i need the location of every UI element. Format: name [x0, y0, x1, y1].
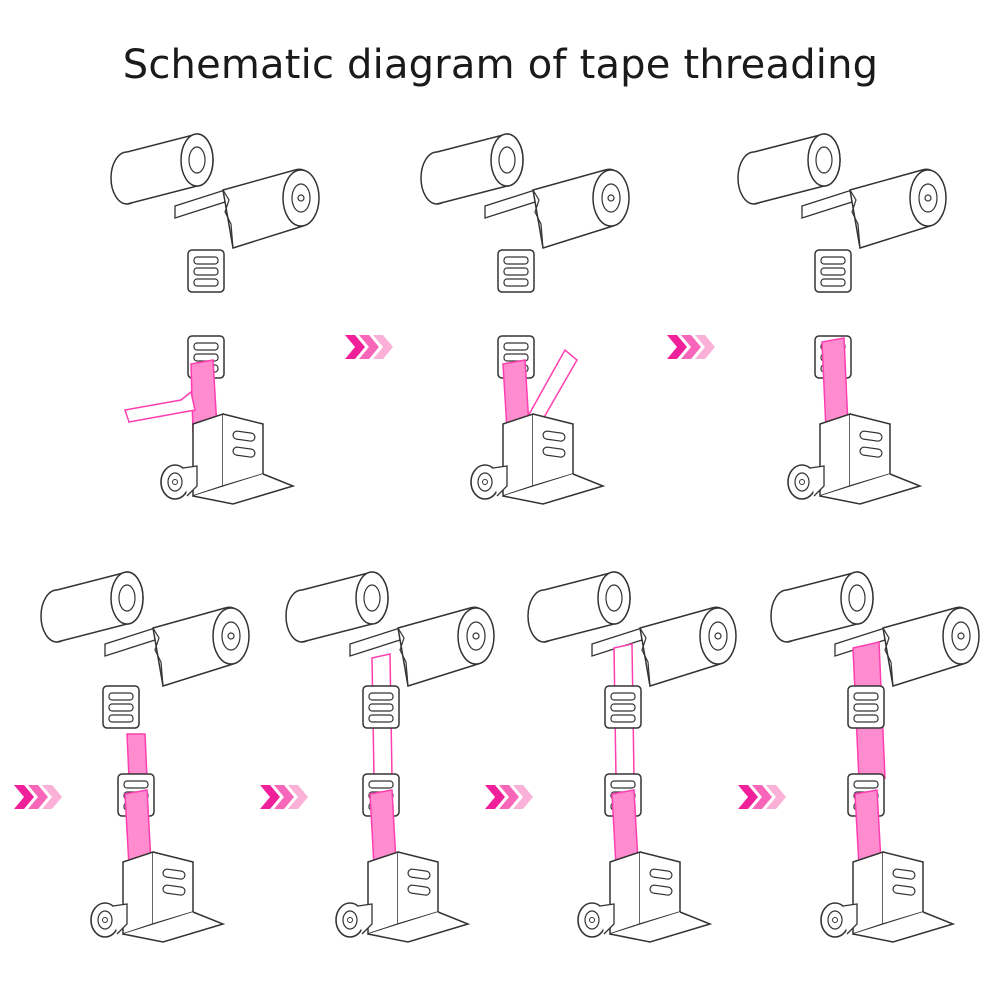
step-3 [722, 128, 962, 548]
rollers-illustration [737, 133, 947, 249]
bracket-illustration [787, 413, 921, 505]
triple-chevron-right-icon [485, 783, 545, 813]
bracket-illustration [470, 413, 604, 505]
buckle-illustration [814, 249, 852, 293]
bracket-illustration [577, 851, 711, 943]
step-4 [25, 566, 265, 986]
buckle-illustration [102, 685, 140, 729]
rollers-illustration [420, 133, 630, 249]
triple-chevron-right-icon [667, 333, 727, 363]
triple-chevron-right-icon [260, 783, 320, 813]
step-6 [512, 566, 752, 986]
bracket-illustration [335, 851, 469, 943]
rollers-illustration [110, 133, 320, 249]
tape-strip [126, 733, 148, 779]
buckle-illustration [187, 249, 225, 293]
bracket-illustration [820, 851, 954, 943]
buckle-illustration [362, 685, 400, 729]
step-2 [405, 128, 645, 548]
triple-chevron-right-icon [14, 783, 74, 813]
rollers-illustration [40, 571, 250, 687]
buckle-illustration [497, 249, 535, 293]
triple-chevron-right-icon [345, 333, 405, 363]
buckle-illustration [847, 685, 885, 729]
buckle-illustration [604, 685, 642, 729]
bracket-illustration [90, 851, 224, 943]
triple-chevron-right-icon [738, 783, 798, 813]
step-1 [95, 128, 335, 548]
tape-strip [124, 390, 196, 423]
bracket-illustration [160, 413, 294, 505]
step-5 [270, 566, 510, 986]
page-title: Schematic diagram of tape threading [122, 42, 879, 88]
step-7 [755, 566, 995, 986]
